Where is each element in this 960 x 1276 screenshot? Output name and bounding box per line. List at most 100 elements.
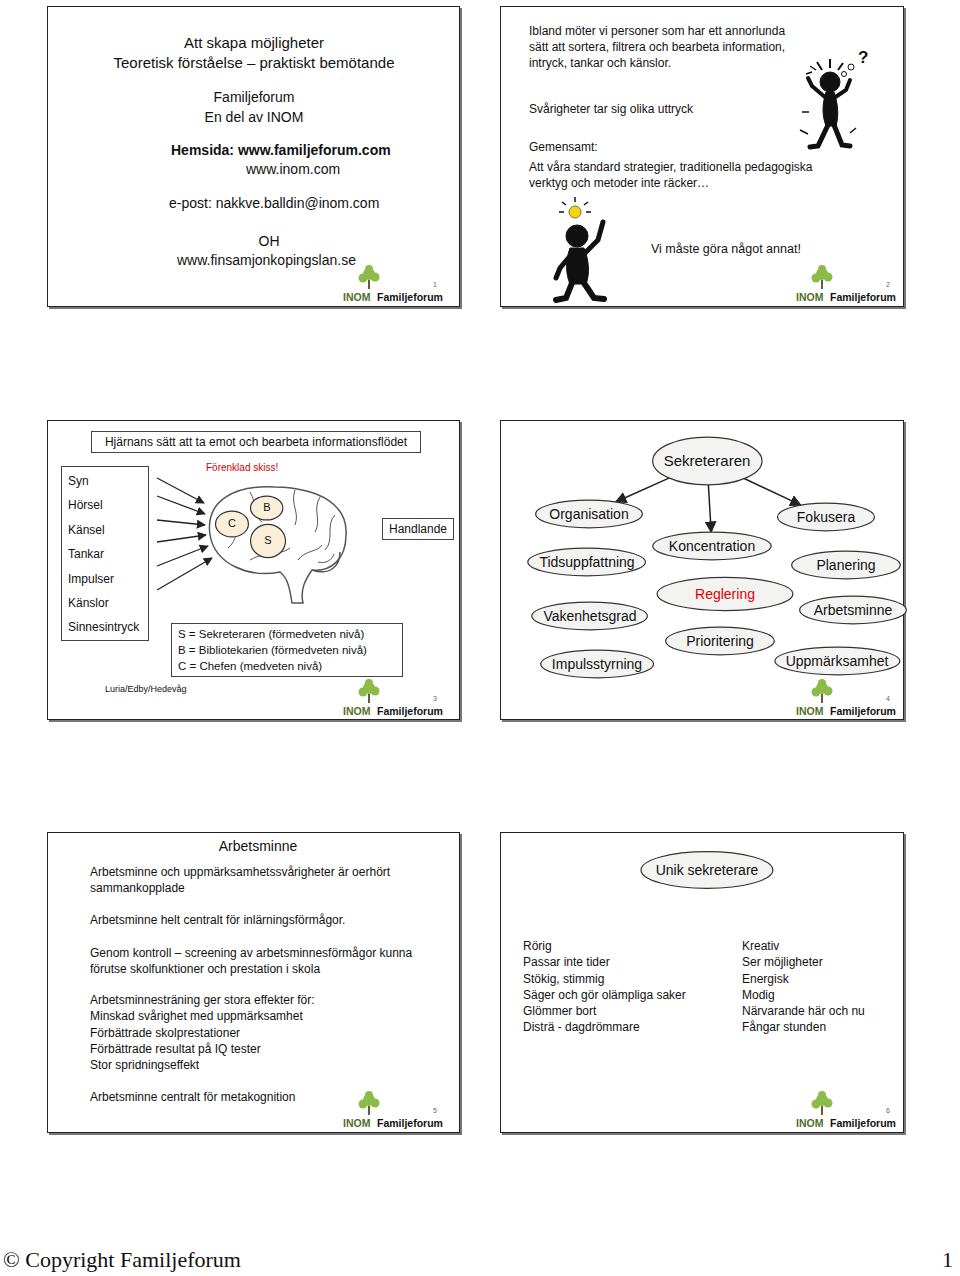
logo-trees — [359, 265, 833, 1115]
idea-figure — [556, 197, 604, 300]
logo-crown — [371, 1099, 380, 1108]
logo-crown — [818, 679, 826, 687]
footer-text: 1 — [942, 1247, 953, 1273]
sense-arrows — [157, 478, 212, 590]
logo-text: Familjeforum — [377, 1117, 443, 1130]
ellipse-label: Fokusera — [797, 509, 855, 526]
ellipse-label: Impulsstyrning — [552, 656, 642, 673]
slide-text: Säger och gör olämpliga saker — [523, 988, 686, 1003]
ellipse-shape — [657, 577, 793, 610]
slide-text: Vi måste göra något annat! — [651, 242, 801, 258]
ellipse-node: Sekreteraren — [651, 435, 764, 487]
box-text: Handlande — [389, 522, 447, 536]
slide-text: Ibland möter vi personer som har ett ann… — [529, 23, 799, 71]
slide-text: Förbättrade skolprestationer — [90, 1026, 240, 1041]
ellipse-label: C — [228, 517, 236, 530]
logo-crown — [818, 265, 826, 273]
box-text: Hjärnans sätt att ta emot och bearbeta i… — [105, 435, 407, 449]
ellipse-node: Uppmärksamhet — [773, 646, 902, 676]
ellipse-label: Uppmärksamhet — [786, 653, 889, 670]
logo-crown — [824, 1099, 833, 1108]
logo-trunk — [821, 694, 823, 703]
logo-crown — [371, 273, 380, 282]
logo-crown — [359, 1100, 368, 1109]
slide-text: Hemsida: www.familjeforum.com — [171, 142, 391, 160]
ellipse-shape — [251, 496, 283, 520]
slide-text: e-post: nakkve.balldin@inom.com — [169, 195, 379, 213]
logo-crown — [812, 688, 821, 697]
slide-text: Förenklad skiss! — [206, 462, 278, 475]
page-number: 4 — [886, 695, 890, 704]
slide-text: Att våra standard strategier, traditione… — [529, 159, 819, 191]
slide-frame: ArbetsminneArbetsminne och uppmärksamhet… — [47, 832, 460, 1133]
logo-text: Familjeforum — [830, 705, 896, 718]
ellipse-node: Prioritering — [664, 626, 776, 656]
ellipse-node: Planering — [790, 550, 902, 580]
logo-text: Familjeforum — [830, 291, 896, 304]
slide-text: www.inom.com — [246, 161, 340, 179]
logo-crown — [818, 1091, 826, 1099]
ellipse-node: Impulsstyrning — [539, 649, 655, 679]
slide-text: Stökig, stimmig — [523, 972, 604, 987]
ellipse-label: Vakenhetsgrad — [543, 608, 636, 625]
ellipse-label: Sekreteraren — [664, 452, 751, 470]
logo-text: INOM — [796, 1117, 823, 1130]
slide-text: Stor spridningseffekt — [90, 1058, 199, 1073]
logo-trunk — [821, 280, 823, 289]
slide-text: Svårigheter tar sig olika uttryck — [529, 102, 693, 117]
logo-crown — [365, 679, 373, 687]
slide-text: Genom kontroll – screening av arbetsminn… — [90, 945, 440, 977]
logo-trunk — [368, 1106, 370, 1115]
brain-sketch — [209, 487, 346, 603]
ellipse-shape — [652, 437, 761, 485]
ellipse-shape — [532, 602, 648, 630]
ellipse-node: C — [215, 510, 249, 538]
logo-crown — [824, 273, 833, 282]
slide-frame: Ibland möter vi personer som har ett ann… — [500, 6, 904, 307]
logo-trunk — [821, 1106, 823, 1115]
text-box: S = Sekreteraren (förmedveten nivå)B = B… — [171, 623, 403, 677]
ellipse-node: Koncentration — [651, 531, 773, 561]
ellipse-node: Organisation — [534, 499, 644, 529]
box-text: Känslor — [68, 596, 109, 610]
logo-text: INOM — [796, 291, 823, 304]
slide-text: Modig — [742, 988, 775, 1003]
ellipse-label: Tidsuppfattning — [539, 554, 634, 571]
ellipse-shape — [528, 548, 646, 576]
ellipse-shape — [536, 500, 643, 528]
ellipse-node: Arbetsminne — [798, 595, 908, 625]
slide-text: Teoretisk förståelse – praktiskt bemötan… — [114, 54, 395, 73]
connector-arrow — [744, 479, 801, 506]
slide-text: Luria/Edby/Hedevåg — [105, 684, 187, 695]
slide-frame: RörigPassar inte tiderStökig, stimmigSäg… — [500, 832, 904, 1133]
slide-text: Arbetsminnesträning ger stora effekter f… — [90, 993, 315, 1008]
slide-text: Arbetsminne och uppmärksamhetssvårighete… — [90, 864, 440, 896]
ellipse-node: Vakenhetsgrad — [530, 601, 649, 631]
logo-crown — [359, 688, 368, 697]
slide-text: Glömmer bort — [523, 1004, 596, 1019]
connector-arrow — [708, 485, 711, 532]
text-box: SynHörselKänselTankarImpulserKänslorSinn… — [61, 466, 149, 641]
box-text: C = Chefen (medveten nivå) — [178, 660, 322, 674]
slide-text: Arbetsminne — [219, 838, 298, 856]
logo-text: Familjeforum — [830, 1117, 896, 1130]
ellipse-label: S — [264, 534, 271, 547]
footer-text: © Copyright Familjeforum — [3, 1247, 241, 1273]
ellipse-shape — [653, 532, 771, 560]
ellipse-shape — [775, 647, 900, 675]
ellipse-shape — [541, 650, 654, 678]
logo-crown — [365, 265, 373, 273]
page-number: 2 — [886, 281, 890, 290]
box-text: Känsel — [68, 523, 105, 537]
logo-text: INOM — [343, 291, 370, 304]
slide-text: OH — [259, 233, 280, 251]
logo-text: INOM — [796, 705, 823, 718]
slide-frame: 4 SekreterarenOrganisationTidsuppfattning… — [500, 420, 904, 720]
box-text: S = Sekreteraren (förmedveten nivå) — [178, 628, 364, 642]
question-mark: ? — [858, 48, 868, 68]
box-text: Hörsel — [68, 498, 103, 512]
ellipse-node: Tidsuppfattning — [526, 547, 647, 577]
logo-crown — [359, 274, 368, 283]
slide-text: Energisk — [742, 972, 789, 987]
